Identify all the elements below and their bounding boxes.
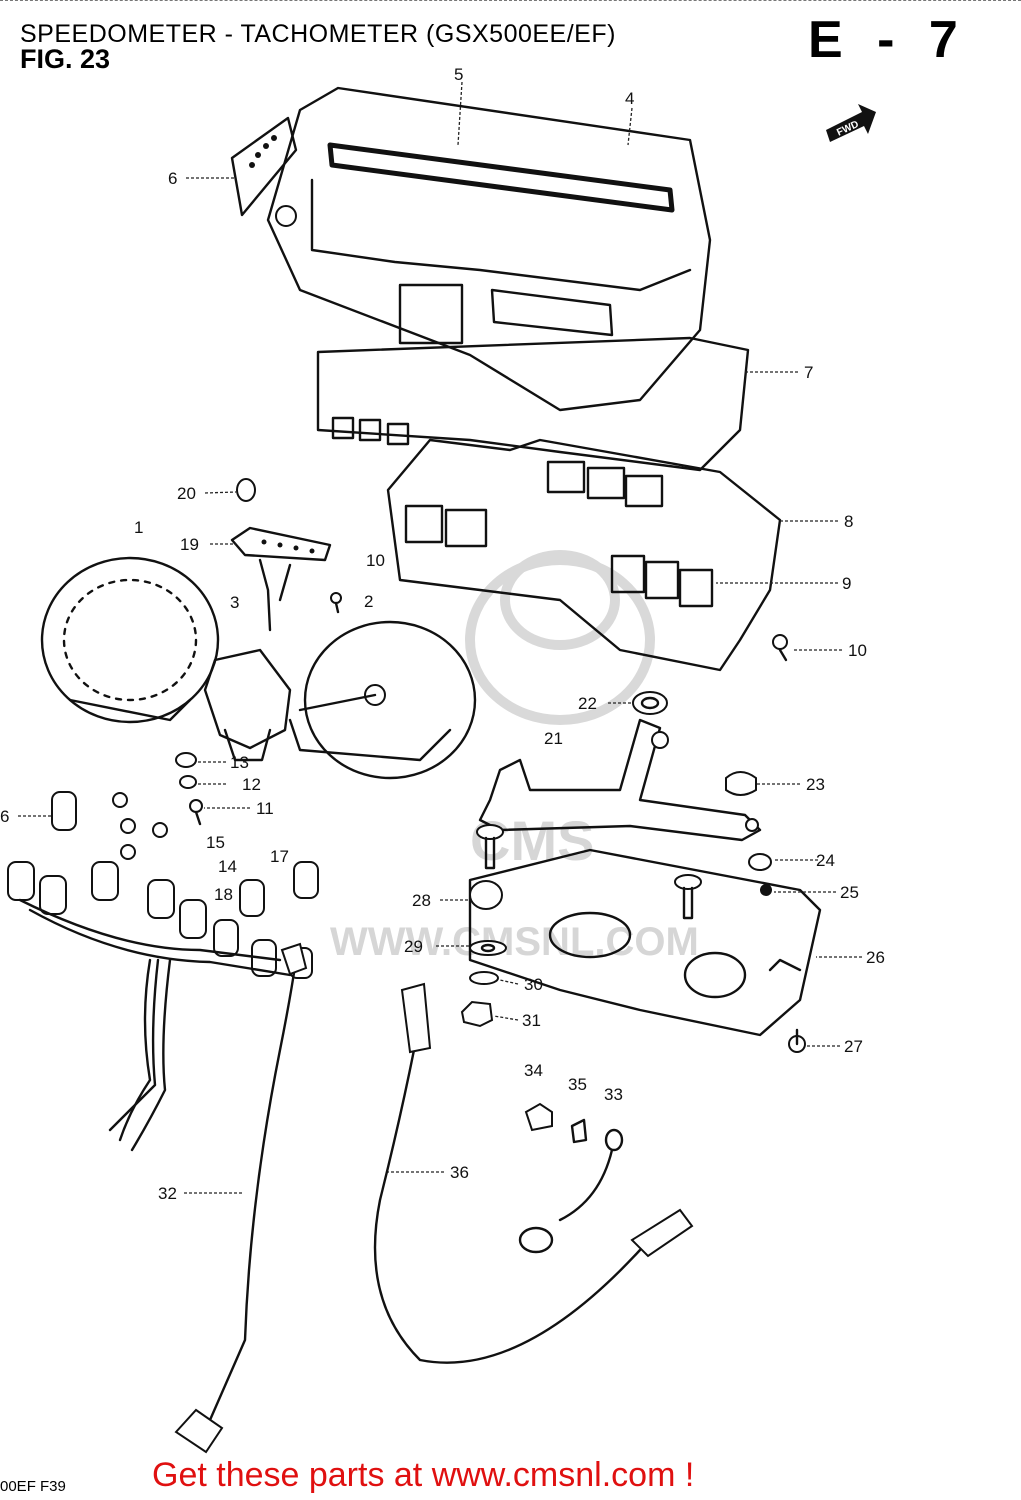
trip-meter-unit	[203, 648, 292, 762]
callout-15: 15	[206, 833, 225, 852]
washer-12	[179, 775, 197, 789]
bolt-left	[476, 824, 504, 870]
callout-22: 22	[578, 694, 597, 713]
top-border-line	[0, 0, 1021, 3]
callout-35: 35	[568, 1075, 587, 1094]
callout-9: 9	[842, 574, 851, 593]
nut-25	[760, 884, 772, 896]
cushion-22	[632, 691, 668, 715]
buy-parts-link[interactable]: Get these parts at www.cmsnl.com !	[152, 1456, 695, 1494]
tachometer-unit	[288, 620, 477, 780]
callout-8: 8	[844, 512, 853, 531]
screw-10b	[772, 634, 788, 662]
callout-17: 17	[270, 847, 289, 866]
watermark-brand: CMS	[470, 809, 594, 872]
cushion-23	[725, 771, 757, 796]
diagram-title: SPEEDOMETER - TACHOMETER (GSX500EE/EF)	[20, 20, 616, 48]
callout-20: 20	[177, 484, 196, 503]
meter-lower-case	[468, 848, 822, 1037]
callout-6b: 6	[0, 807, 9, 826]
callout-24: 24	[816, 851, 835, 870]
leader-lines	[18, 81, 862, 1194]
clip-35	[570, 1118, 588, 1144]
callout-30: 30	[524, 975, 543, 994]
callout-13: 13	[230, 753, 249, 772]
callout-10a: 10	[366, 551, 385, 570]
callout-28: 28	[412, 891, 431, 910]
callout-14: 14	[218, 857, 237, 876]
callout-10b: 10	[848, 641, 867, 660]
callout-29: 29	[404, 937, 423, 956]
bolt-34	[524, 1102, 553, 1132]
callout-1: 1	[134, 518, 143, 537]
callout-26: 26	[866, 948, 885, 967]
fwd-arrow-icon: FWD	[826, 104, 876, 142]
callout-33: 33	[604, 1085, 623, 1104]
callout-5: 5	[454, 65, 463, 84]
callout-3: 3	[230, 593, 239, 612]
indicator-panel	[230, 116, 298, 217]
callout-21: 21	[544, 729, 563, 748]
callout-2: 2	[364, 592, 373, 611]
fwd-label: FWD	[835, 119, 860, 139]
washer-24	[748, 853, 772, 871]
bolt-right	[674, 874, 702, 920]
speedometer-unit	[40, 556, 220, 724]
screw-10a	[330, 592, 342, 614]
meter-case	[386, 438, 782, 672]
figure-label: FIG. 23	[20, 44, 111, 74]
page-code: E - 7	[808, 11, 968, 69]
wiring-harness	[18, 898, 292, 1152]
callout-36: 36	[450, 1163, 469, 1182]
grommet-20	[236, 478, 256, 502]
washer-30	[469, 971, 499, 985]
terminal-strip	[230, 526, 332, 632]
callout-23: 23	[806, 775, 825, 794]
tachometer-cable	[373, 982, 694, 1364]
screw-27	[788, 1028, 806, 1053]
speedometer-cable	[174, 942, 308, 1454]
cms-watermark: CMS WWW.CMSNL.COM	[330, 550, 699, 964]
clamp-33	[518, 1128, 624, 1254]
meter-gasket	[316, 336, 750, 472]
callout-4: 4	[625, 89, 634, 108]
screw-11	[189, 799, 203, 826]
mounting-bracket	[478, 718, 762, 842]
callout-18: 18	[214, 885, 233, 904]
cushion-28	[469, 880, 503, 910]
callout-19: 19	[180, 535, 199, 554]
washer-13	[175, 752, 197, 768]
bulb-sockets	[7, 791, 319, 979]
drawing-code: 00EF F39	[0, 1478, 66, 1495]
callout-31: 31	[522, 1011, 541, 1030]
callout-25: 25	[840, 883, 859, 902]
callout-6: 6	[168, 169, 177, 188]
washer-29	[469, 940, 507, 956]
callout-27: 27	[844, 1037, 863, 1056]
callout-7: 7	[804, 363, 813, 382]
callout-34: 34	[524, 1061, 543, 1080]
meter-upper-cover	[266, 86, 712, 412]
callout-11: 11	[256, 799, 274, 818]
callout-12: 12	[242, 775, 261, 794]
nut-31	[460, 1000, 494, 1028]
callout-numbers: 5 4 6 7 8 20 1 19 10 3 2 9 10 22 21 23 1…	[0, 65, 885, 1203]
callout-32: 32	[158, 1184, 177, 1203]
watermark-url: WWW.CMSNL.COM	[330, 920, 699, 964]
